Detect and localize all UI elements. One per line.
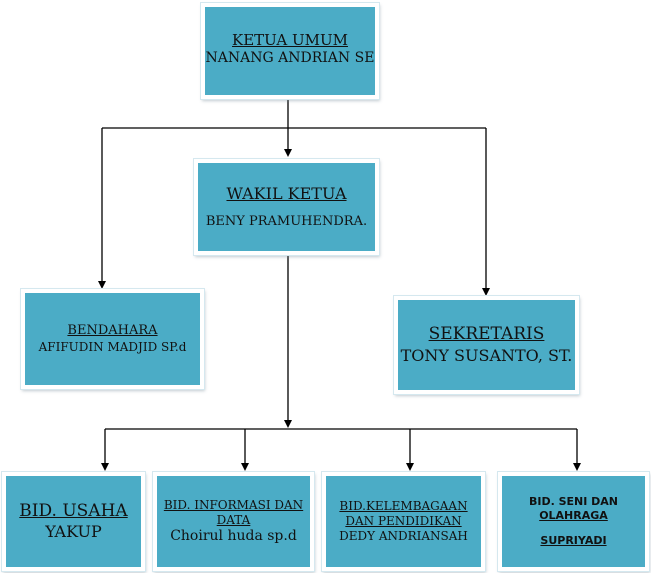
wakil-title: WAKIL KETUA <box>226 183 347 203</box>
bid-kelembagaan-box: BID.KELEMBAGAAN DAN PENDIDIKAN DEDY ANDR… <box>322 472 485 571</box>
bendahara-name: AFIFUDIN MADJID SP.d <box>38 339 187 354</box>
bendahara-title: BENDAHARA <box>67 323 158 339</box>
bid-informasi-name: Choirul huda sp.d <box>170 527 297 544</box>
wakil-name: BENY PRAMUHENDRA. <box>205 213 368 229</box>
bid-usaha-title: BID. USAHA <box>19 500 128 521</box>
bid-kelembagaan-title-line2: DAN PENDIDIKAN <box>345 514 462 528</box>
bid-seni-title-line1: BID. SENI DAN <box>528 494 619 508</box>
bid-usaha-box: BID. USAHA YAKUP <box>2 472 145 571</box>
bid-informasi-title-line1: BID. INFORMASI DAN <box>163 497 304 512</box>
bid-usaha-name: YAKUP <box>45 522 102 542</box>
ketua-name: NANANG ANDRIAN SE <box>205 49 375 66</box>
bid-seni-title-line2: OLAHRAGA <box>539 508 608 522</box>
bid-seni-box: BID. SENI DAN OLAHRAGA SUPRIYADI <box>498 472 649 571</box>
bid-seni-name: SUPRIYADI <box>540 534 607 548</box>
bendahara-box: BENDAHARA AFIFUDIN MADJID SP.d <box>21 289 204 389</box>
sekretaris-title: SEKRETARIS <box>428 324 545 345</box>
sekretaris-name: TONY SUSANTO, ST. <box>400 345 573 365</box>
ketua-umum-box: KETUA UMUM NANANG ANDRIAN SE <box>201 3 379 99</box>
bid-kelembagaan-title-line1: BID.KELEMBAGAAN <box>339 499 468 513</box>
bid-kelembagaan-name: DEDY ANDRIANSAH <box>339 529 468 543</box>
bid-informasi-title-line2: DATA <box>216 512 251 527</box>
ketua-title: KETUA UMUM <box>232 31 348 49</box>
wakil-ketua-box: WAKIL KETUA BENY PRAMUHENDRA. <box>194 159 379 255</box>
sekretaris-box: SEKRETARIS TONY SUSANTO, ST. <box>394 296 579 394</box>
bid-informasi-box: BID. INFORMASI DAN DATA Choirul huda sp.… <box>153 472 314 571</box>
